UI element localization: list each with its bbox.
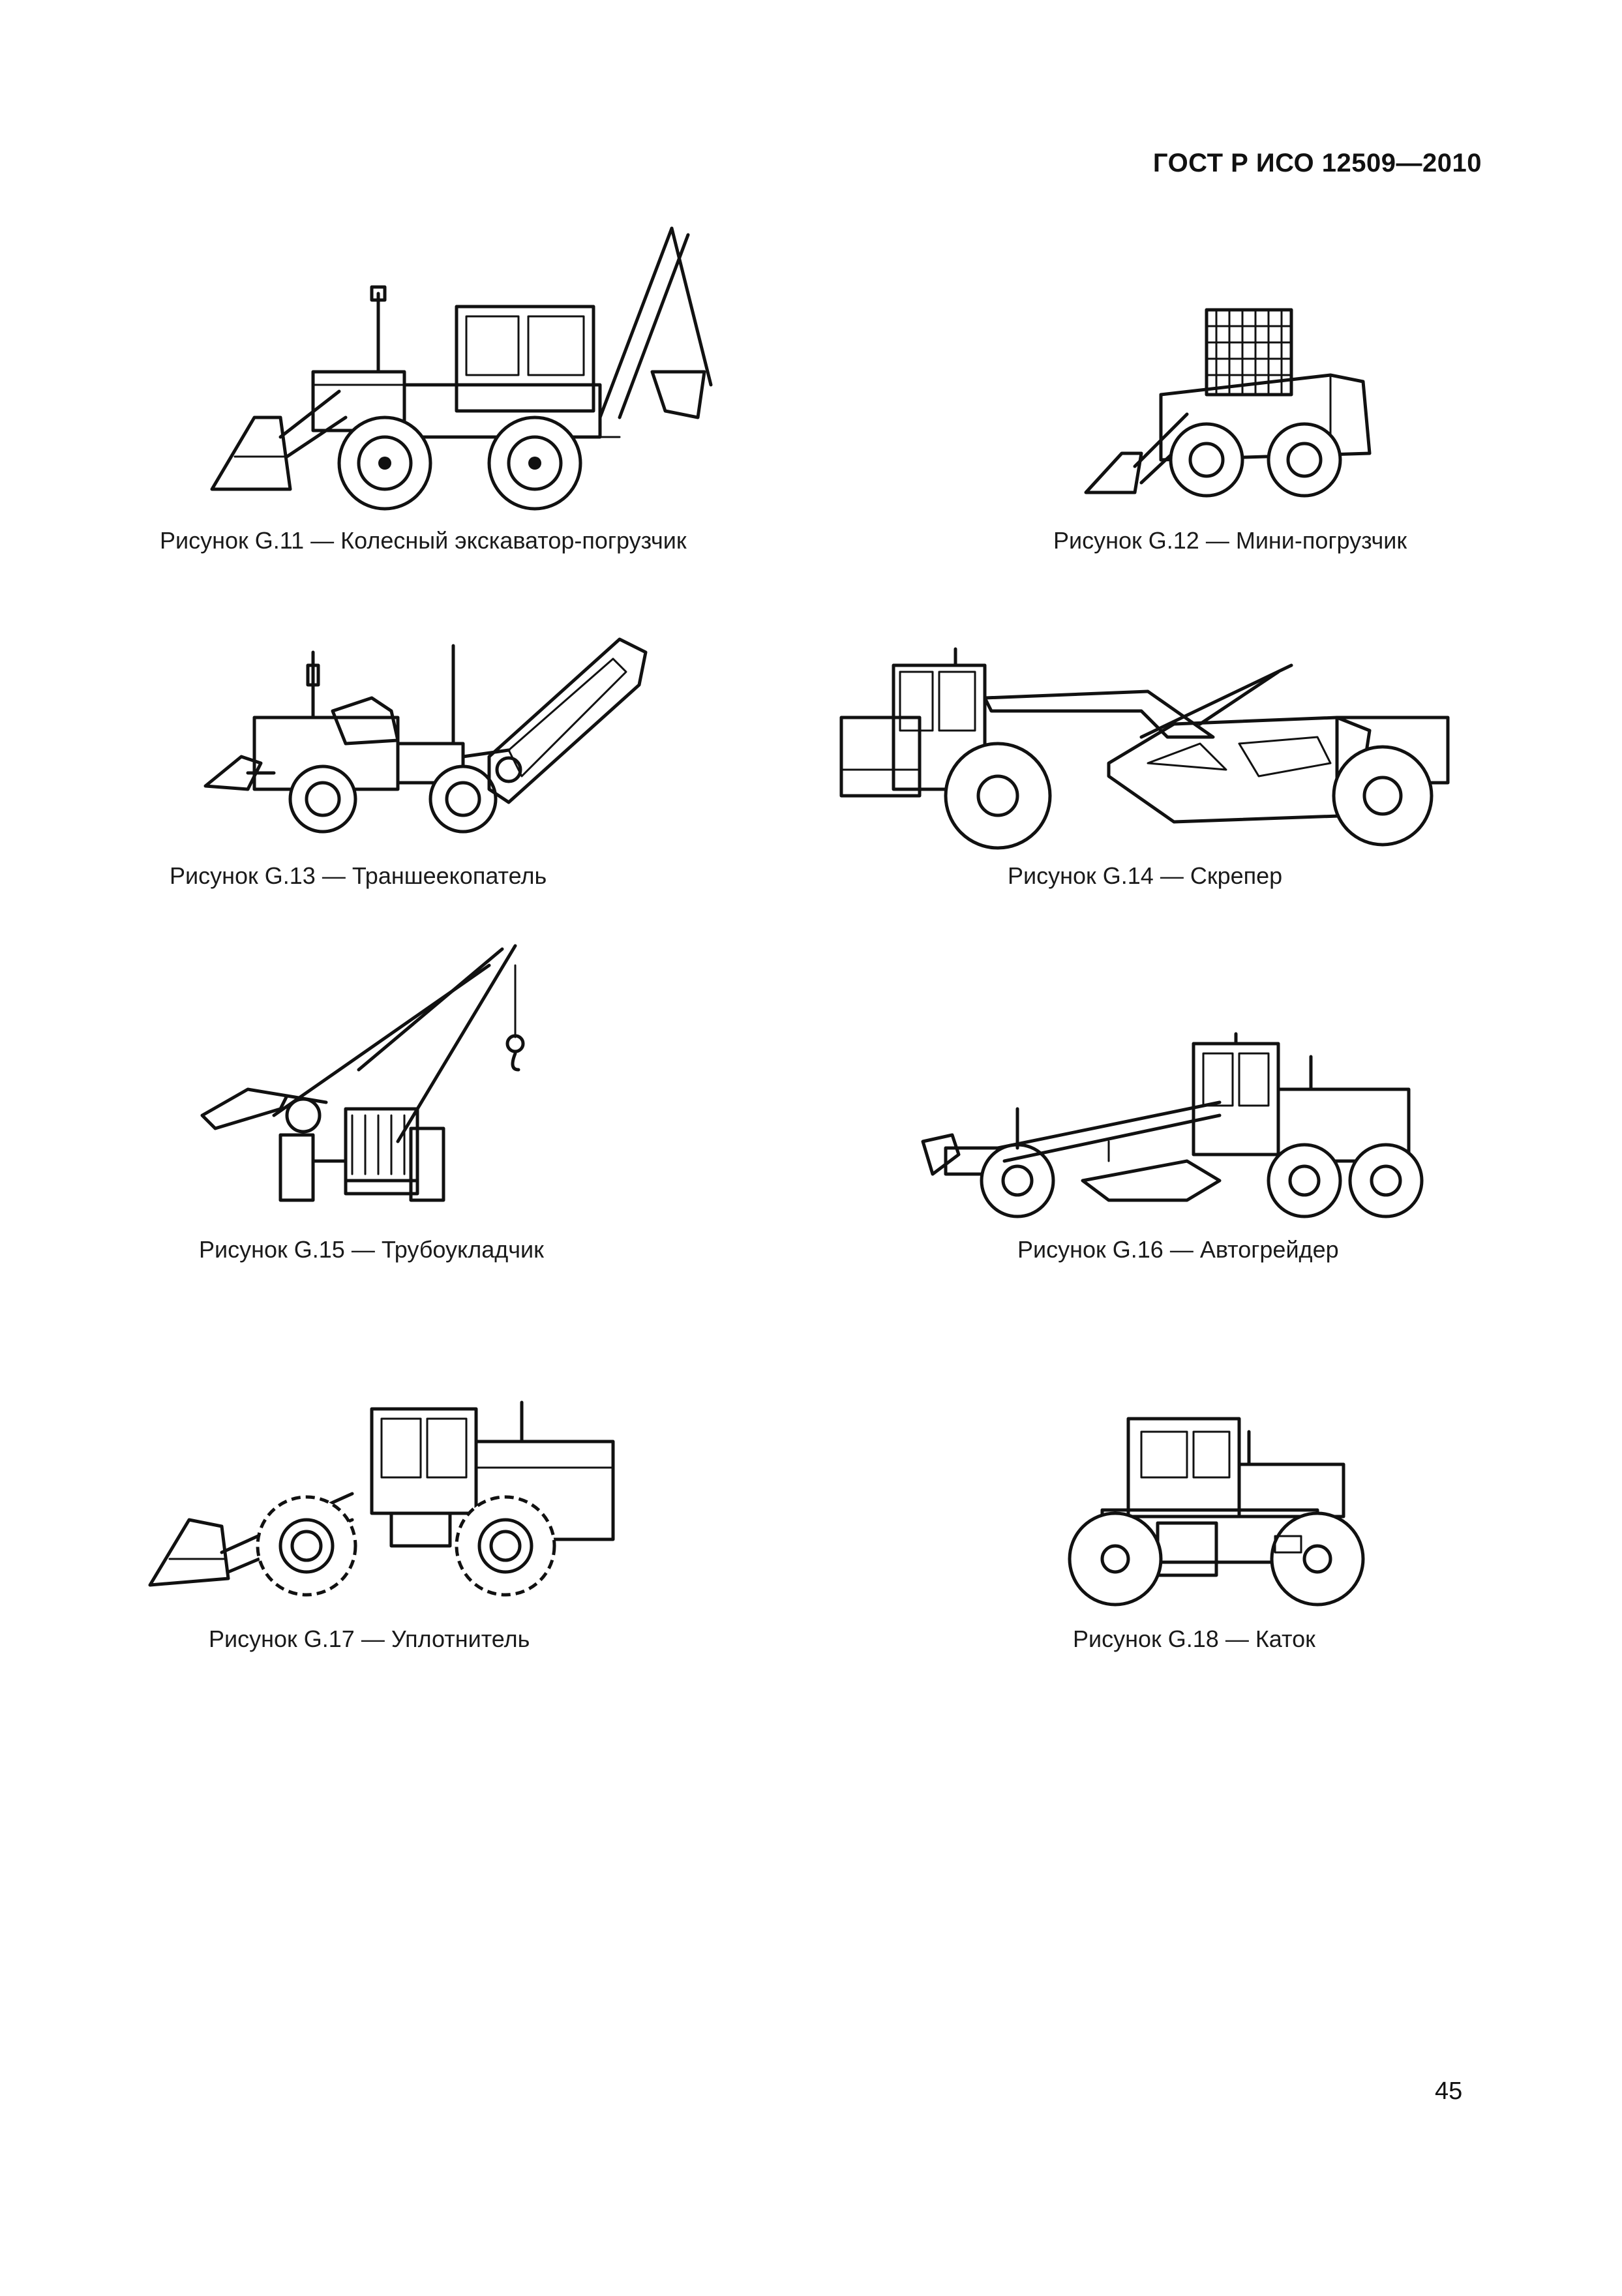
- figure-g15-pipelayer-drawing: [196, 939, 535, 1213]
- document-code-header: ГОСТ Р ИСО 12509—2010: [1152, 149, 1482, 177]
- figure-g16-motor-grader-drawing: [913, 1031, 1435, 1220]
- figure-g15-caption: Рисунок G.15 — Трубоукладчик: [199, 1236, 544, 1263]
- figure-g17-compactor-drawing: [143, 1396, 620, 1597]
- figure-g14-scraper-drawing: [835, 646, 1461, 854]
- figure-g12-caption: Рисунок G.12 — Мини-погрузчик: [1053, 527, 1407, 554]
- page-number: 45: [1435, 2077, 1463, 2105]
- figure-g11-backhoe-loader-drawing: [209, 222, 730, 511]
- figure-g13-trencher-drawing: [202, 626, 659, 835]
- figure-g17-caption: Рисунок G.17 — Уплотнитель: [209, 1625, 530, 1652]
- figure-g11-caption: Рисунок G.11 — Колесный экскаватор-погру…: [160, 527, 687, 554]
- figure-g14-caption: Рисунок G.14 — Скрепер: [1008, 862, 1283, 889]
- figure-g13-caption: Рисунок G.13 — Траншеекопатель: [170, 862, 547, 889]
- figure-g18-roller-drawing: [1044, 1412, 1376, 1608]
- figure-g16-caption: Рисунок G.16 — Автогрейдер: [1017, 1236, 1339, 1263]
- figure-g12-mini-loader-drawing: [1083, 303, 1376, 499]
- figure-g18-caption: Рисунок G.18 — Каток: [1073, 1625, 1315, 1652]
